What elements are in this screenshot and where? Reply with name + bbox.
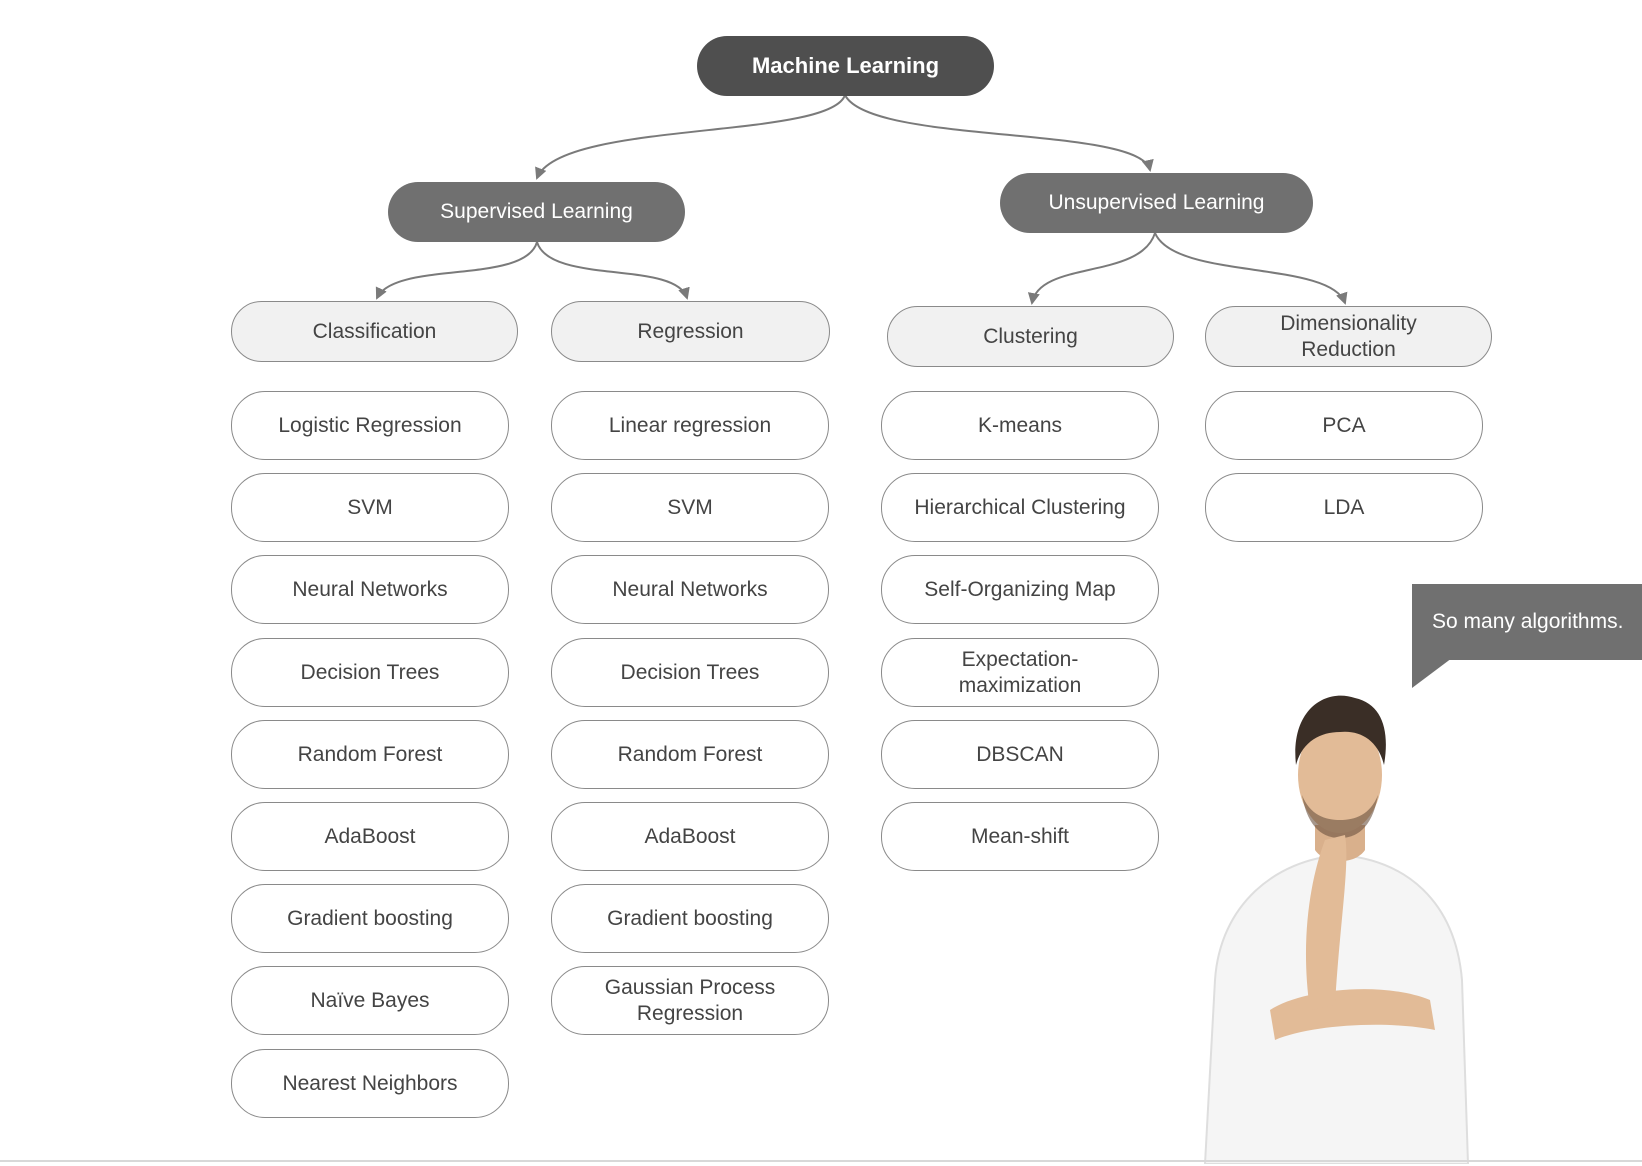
clustering-algorithm-pill: Mean-shift	[881, 802, 1159, 871]
edge-root-supervised	[535, 94, 846, 180]
classification-algorithm-pill: Gradient boosting	[231, 884, 509, 953]
classification-algorithm-pill: Nearest Neighbors	[231, 1049, 509, 1118]
regression-algorithm-pill: SVM	[551, 473, 829, 542]
category-regression: Regression	[551, 301, 830, 362]
speech-bubble: So many algorithms.	[1412, 584, 1642, 660]
regression-algorithm-pill: Gaussian Process Regression	[551, 966, 829, 1035]
regression-algorithm-pill: Decision Trees	[551, 638, 829, 707]
clustering-algorithm-pill: K-means	[881, 391, 1159, 460]
node-supervised-learning: Supervised Learning	[388, 182, 685, 242]
edge-unsupervised-clustering	[1027, 232, 1156, 305]
edge-root-unsupervised	[844, 94, 1154, 172]
edge-supervised-classification	[375, 241, 538, 300]
root-node-machine-learning: Machine Learning	[697, 36, 994, 96]
clustering-algorithm-pill: DBSCAN	[881, 720, 1159, 789]
dimensionality-algorithm-pill: LDA	[1205, 473, 1483, 542]
bottom-divider	[0, 1160, 1642, 1162]
thinking-man-illustration	[1203, 695, 1470, 1164]
dimensionality-algorithm-pill: PCA	[1205, 391, 1483, 460]
classification-algorithm-pill: SVM	[231, 473, 509, 542]
clustering-algorithm-pill: Self-Organizing Map	[881, 555, 1159, 624]
regression-algorithm-pill: Neural Networks	[551, 555, 829, 624]
category-classification: Classification	[231, 301, 518, 362]
classification-algorithm-pill: Random Forest	[231, 720, 509, 789]
node-unsupervised-learning: Unsupervised Learning	[1000, 173, 1313, 233]
regression-algorithm-pill: Random Forest	[551, 720, 829, 789]
classification-algorithm-pill: AdaBoost	[231, 802, 509, 871]
clustering-algorithm-pill: Expectation- maximization	[881, 638, 1159, 707]
regression-algorithm-pill: Gradient boosting	[551, 884, 829, 953]
classification-algorithm-pill: Decision Trees	[231, 638, 509, 707]
category-clustering: Clustering	[887, 306, 1174, 367]
regression-algorithm-pill: Linear regression	[551, 391, 829, 460]
edge-supervised-regression	[536, 241, 690, 300]
classification-algorithm-pill: Logistic Regression	[231, 391, 509, 460]
classification-algorithm-pill: Naïve Bayes	[231, 966, 509, 1035]
speech-bubble-tail	[1412, 658, 1452, 688]
clustering-algorithm-pill: Hierarchical Clustering	[881, 473, 1159, 542]
edge-unsupervised-dimensionality	[1154, 232, 1348, 305]
category-dimensionality-reduction: Dimensionality Reduction	[1205, 306, 1492, 367]
regression-algorithm-pill: AdaBoost	[551, 802, 829, 871]
classification-algorithm-pill: Neural Networks	[231, 555, 509, 624]
